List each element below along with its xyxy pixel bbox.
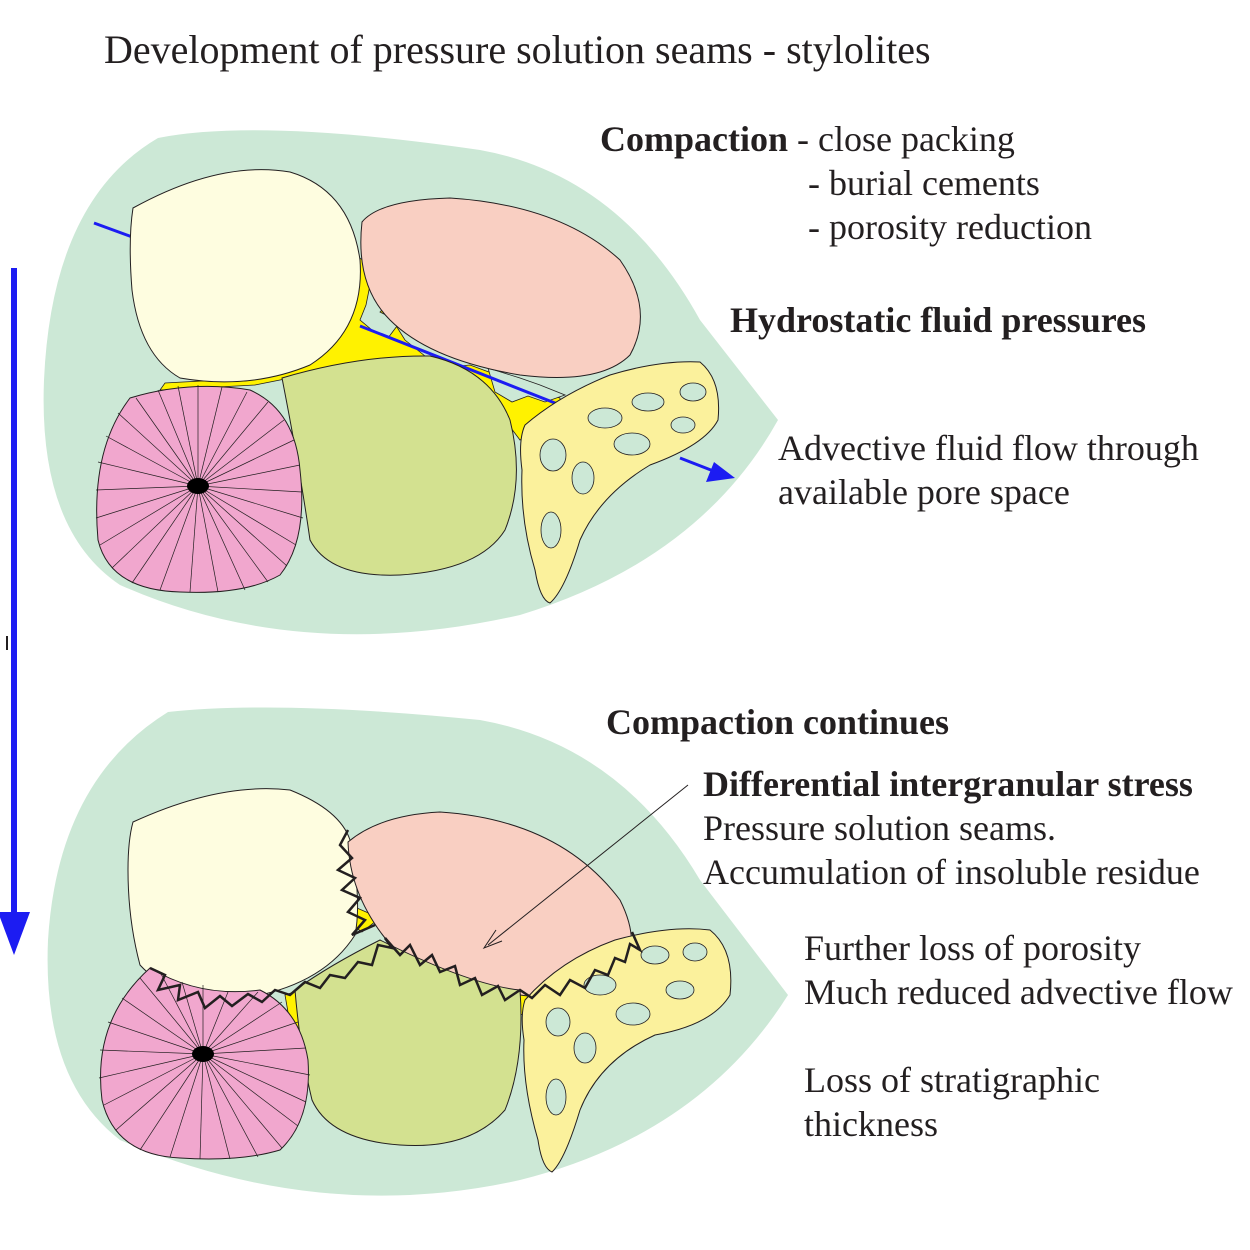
pointer-head — [482, 929, 503, 950]
stylolite-seams — [149, 829, 643, 1010]
grain-green-bottom — [294, 939, 522, 1147]
compaction-item-3: - porosity reduction — [808, 207, 1092, 247]
porosity-line-2: Much reduced advective flow — [804, 972, 1233, 1012]
thickness-line-2: thickness — [804, 1104, 938, 1144]
seams-line-1: Pressure solution seams. — [703, 808, 1056, 848]
hydrostatic-label: Hydrostatic fluid pressures — [730, 300, 1147, 340]
grain-yellow-bottom — [521, 928, 732, 1173]
grain-yellow-top — [520, 361, 720, 604]
bottom-panel — [47, 707, 789, 1196]
compaction-line: Compaction - close packing — [600, 117, 1015, 161]
compaction-heading: Compaction — [600, 119, 788, 159]
seams-line-2: Accumulation of insoluble residue — [703, 852, 1200, 892]
grain-pink-bottom — [98, 967, 311, 1160]
advective-line-2: available pore space — [778, 472, 1070, 512]
pore-top-2 — [487, 367, 567, 403]
top-panel — [43, 130, 778, 635]
diagram-title: Development of pressure solution seams -… — [104, 27, 931, 72]
compaction-item-2: - burial cements — [808, 163, 1040, 203]
grain-pink-top — [95, 385, 304, 593]
grain-cream-bottom — [127, 788, 359, 1001]
pointer-line — [487, 784, 689, 946]
differential-stress-label: Differential intergranular stress — [703, 764, 1193, 804]
grain-peach-top — [360, 197, 641, 378]
grain-cream-top — [129, 169, 361, 383]
porosity-line-1: Further loss of porosity — [804, 928, 1141, 968]
advective-line-1: Advective fluid flow through — [778, 428, 1199, 468]
thickness-line-1: Loss of stratigraphic — [804, 1060, 1100, 1100]
burial-depth-arrow — [0, 268, 30, 955]
grain-green-top — [281, 355, 517, 576]
compaction-continues-label: Compaction continues — [606, 702, 950, 742]
compaction-item-1: - close packing — [797, 119, 1015, 159]
